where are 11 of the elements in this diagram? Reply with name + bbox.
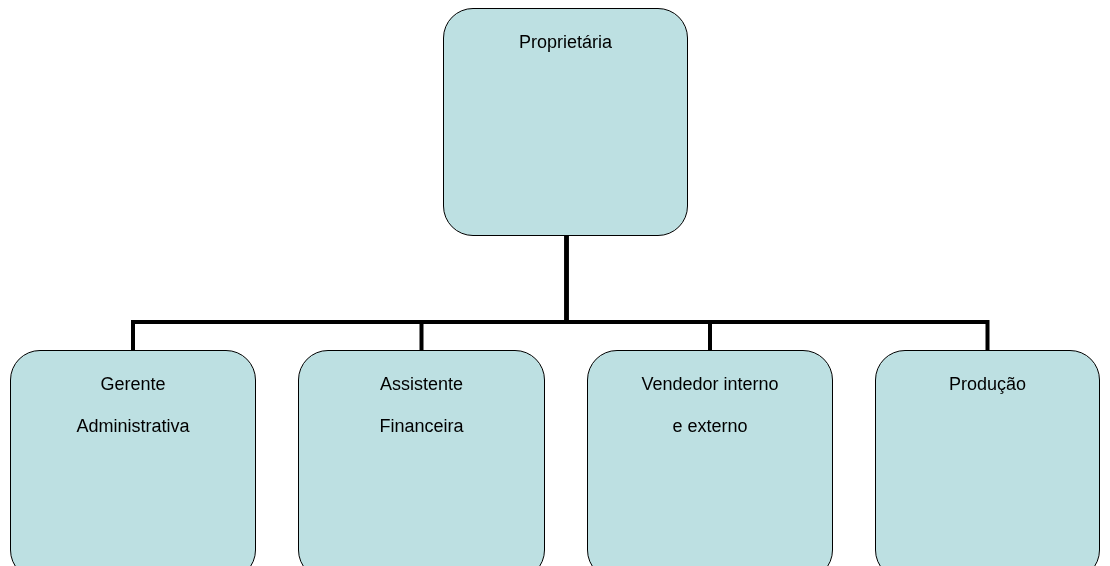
role-title: Proprietária (518, 31, 612, 54)
org-box (875, 350, 1100, 566)
org-box (10, 350, 256, 566)
role-title: Vendedor interno e externo (640, 373, 780, 438)
org-box (587, 350, 833, 566)
role-title: Gerente Administrativa (75, 373, 191, 438)
role-title: Assistente Financeira (378, 373, 465, 438)
org-box (298, 350, 545, 566)
connector-line (564, 236, 990, 350)
org-box (443, 8, 688, 236)
role-title: Produção (948, 373, 1027, 396)
